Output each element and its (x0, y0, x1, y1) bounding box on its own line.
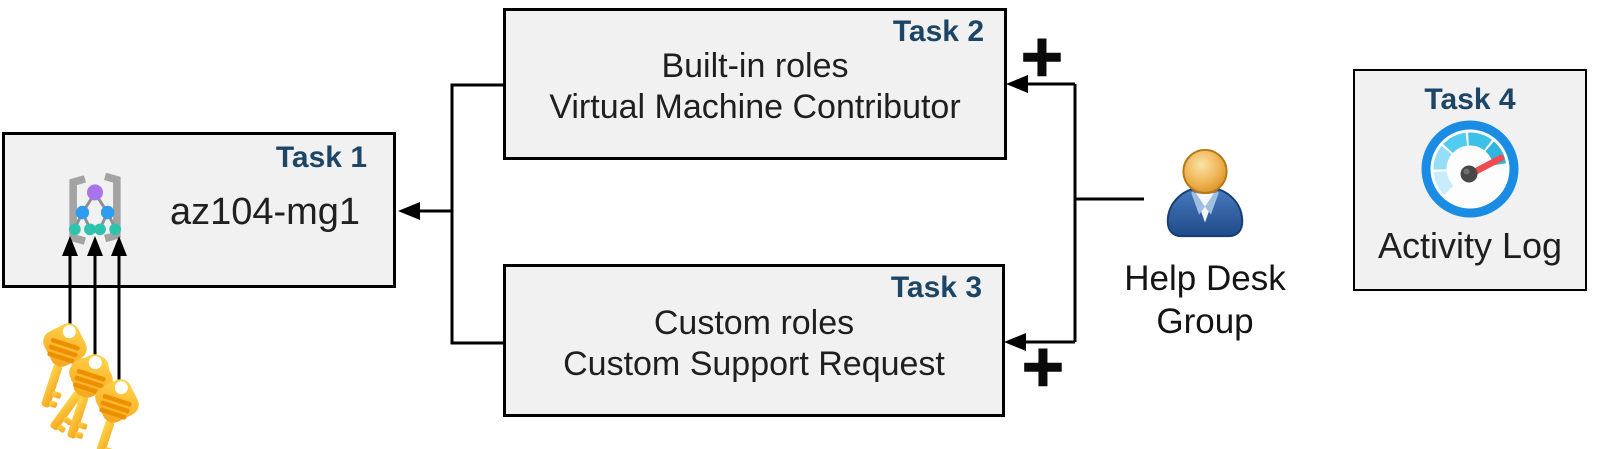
leaf-node (109, 223, 122, 236)
task2-label: Task 2 (892, 15, 984, 48)
task2-line2: Virtual Machine Contributor (549, 88, 961, 126)
plus-icon: + (1017, 24, 1066, 89)
person-lapel-right (1205, 189, 1219, 215)
task4-caption: Activity Log (1377, 225, 1563, 266)
person-shirt (1193, 189, 1217, 223)
leaf-node (84, 223, 96, 236)
task3-line2: Custom Support Request (563, 344, 945, 383)
gauge-hub-highlight (1463, 168, 1470, 175)
key-icon (93, 379, 139, 449)
branch-connector (450, 83, 503, 345)
person-lapel-left (1191, 189, 1205, 215)
user-person-icon (1166, 148, 1244, 238)
bracket-left (69, 175, 86, 245)
gauge-segments (1433, 132, 1507, 195)
key-icon (41, 341, 128, 449)
task1-label: Task 1 (275, 141, 367, 174)
plus-icon: + (1018, 334, 1067, 399)
task1-title: az104-mg1 (169, 190, 361, 233)
arrowhead-task1 (398, 202, 420, 220)
task1-box: Task 1 az104-mg1 (2, 132, 396, 288)
key-shape (67, 354, 113, 439)
person-head (1182, 148, 1228, 195)
task2-line1: Built-in roles (661, 47, 849, 85)
task2-box: Task 2 Built-in roles Virtual Machine Co… (503, 8, 1007, 160)
task4-label: Task 4 (1424, 83, 1516, 116)
task2-text: Built-in roles Virtual Machine Contribut… (506, 11, 1004, 157)
child-node (75, 205, 90, 220)
task3-text: Custom roles Custom Support Request (506, 267, 1002, 414)
activity-log-gauge-icon (1421, 120, 1519, 218)
task3-line1: Custom roles (653, 303, 855, 342)
management-group-icon (68, 172, 122, 245)
leaf-node (94, 223, 106, 236)
key-icon (41, 323, 87, 408)
task3-box: Task 3 Custom roles Custom Support Reque… (503, 264, 1005, 417)
task4-box: Task 4 Activity Log (1353, 69, 1587, 291)
gauge-hub (1460, 165, 1478, 183)
root-node (87, 184, 103, 201)
child-node (100, 205, 115, 220)
leaf-node (68, 223, 81, 236)
help-desk-line2: Group (1156, 302, 1254, 341)
task3-label: Task 3 (890, 271, 982, 304)
help-desk-group: Help Desk Group (1124, 145, 1286, 343)
key-shape (93, 379, 139, 449)
help-desk-line1: Help Desk (1124, 259, 1286, 298)
bracket-right (104, 172, 121, 243)
key-shape (41, 323, 87, 408)
